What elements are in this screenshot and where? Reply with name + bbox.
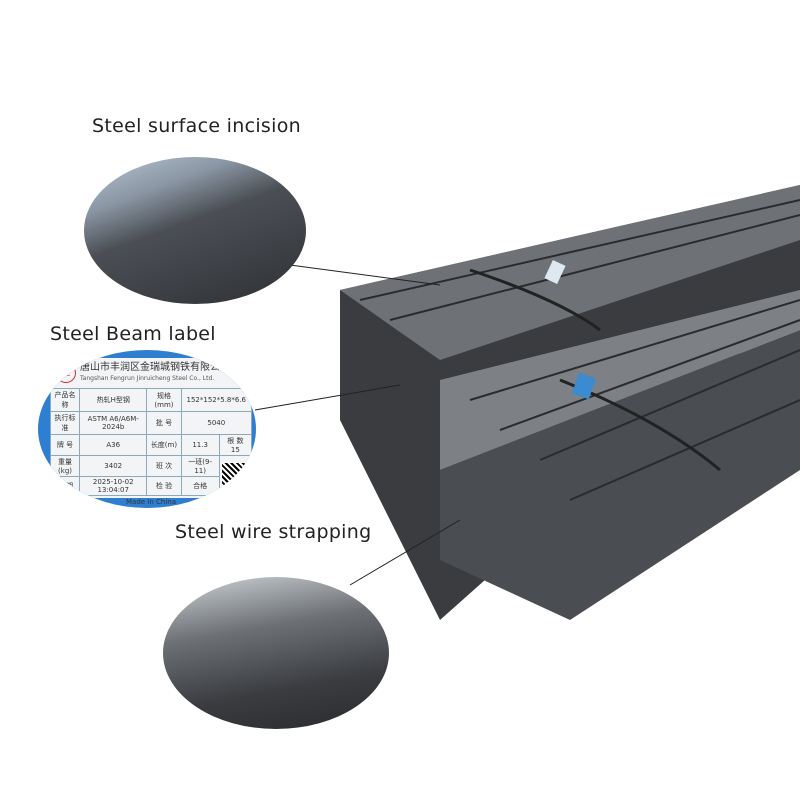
cell: 3402 — [79, 455, 148, 477]
cell: 11.3 — [180, 434, 220, 456]
cell: 班 次 — [146, 455, 182, 477]
cell: 检 验 — [146, 476, 182, 496]
cell: 5040 — [180, 411, 253, 435]
company-name-en: Tangshan Fengrun Jinruicheng Steel Co., … — [80, 375, 215, 382]
company-logo: 金 — [56, 363, 76, 383]
cell: 热轧H型钢 — [79, 388, 148, 412]
cell: 2025-10-02 13:04:07 — [79, 476, 148, 496]
surface-incision-photo — [84, 157, 306, 304]
caption-beam-label: Steel Beam label — [50, 323, 216, 345]
cell: 长度(m) — [146, 434, 182, 456]
cell: 重量(kg) — [49, 455, 81, 477]
cell: 一班(9-11) — [180, 455, 220, 477]
cell: A36 — [79, 434, 148, 456]
qr-code — [221, 462, 248, 489]
cell: 批 号 — [146, 411, 182, 435]
cell: 根 数 — [227, 437, 244, 445]
cell: 15 — [230, 446, 240, 454]
cell: ASTM A6/A6M-2024b — [79, 411, 148, 435]
cell: 执行标准 — [49, 411, 81, 435]
cell: 日 期 — [49, 476, 81, 496]
beam-label-photo: 金 唐山市丰润区金瑞城钢铁有限公司 Tangshan Fengrun Jinrui… — [38, 350, 256, 508]
steel-label: 金 唐山市丰润区金瑞城钢铁有限公司 Tangshan Fengrun Jinrui… — [49, 358, 253, 506]
company-name-cn: 唐山市丰润区金瑞城钢铁有限公司 — [80, 362, 230, 373]
made-in-china: Made In China — [125, 498, 177, 506]
wire-strapping-photo — [163, 577, 389, 729]
cell: 牌 号 — [49, 434, 81, 456]
cell: 合格 — [180, 476, 220, 496]
caption-surface-incision: Steel surface incision — [92, 115, 301, 137]
cell: 规格(mm) — [146, 388, 182, 412]
cell: 产品名称 — [49, 388, 81, 412]
cell: 152*152*5.8*6.6 — [180, 388, 253, 412]
caption-wire-strapping: Steel wire strapping — [175, 521, 372, 543]
